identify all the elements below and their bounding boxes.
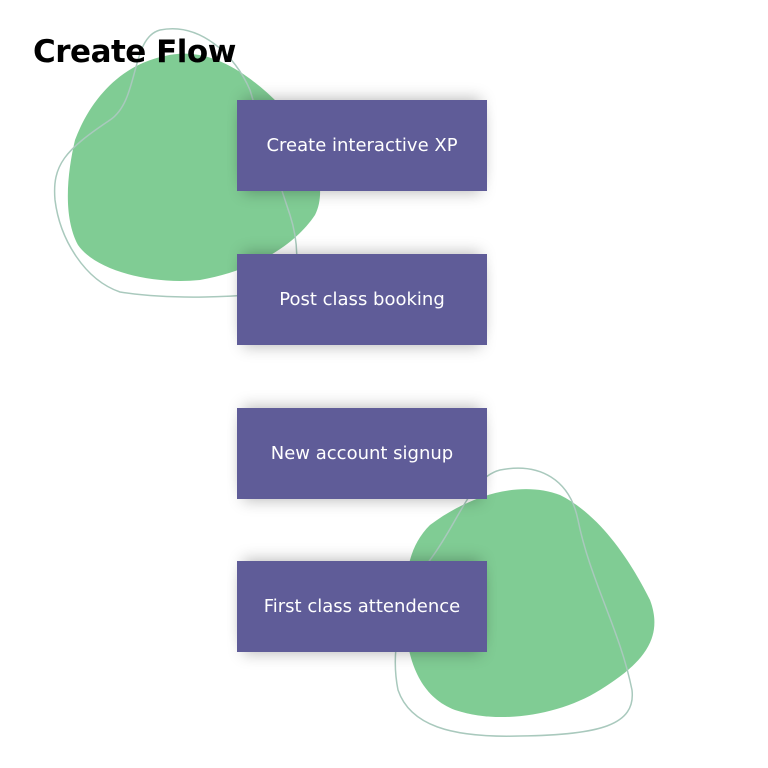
flow-step-new-account-signup[interactable]: New account signup bbox=[237, 408, 487, 499]
flow-step-post-class-booking[interactable]: Post class booking bbox=[237, 254, 487, 345]
flow-step-first-class-attendence[interactable]: First class attendence bbox=[237, 561, 487, 652]
outline-blob-bottom bbox=[394, 467, 633, 737]
page-title: Create Flow bbox=[33, 34, 236, 70]
green-blob-bottom bbox=[405, 489, 655, 718]
flow-step-create-interactive-xp[interactable]: Create interactive XP bbox=[237, 100, 487, 191]
